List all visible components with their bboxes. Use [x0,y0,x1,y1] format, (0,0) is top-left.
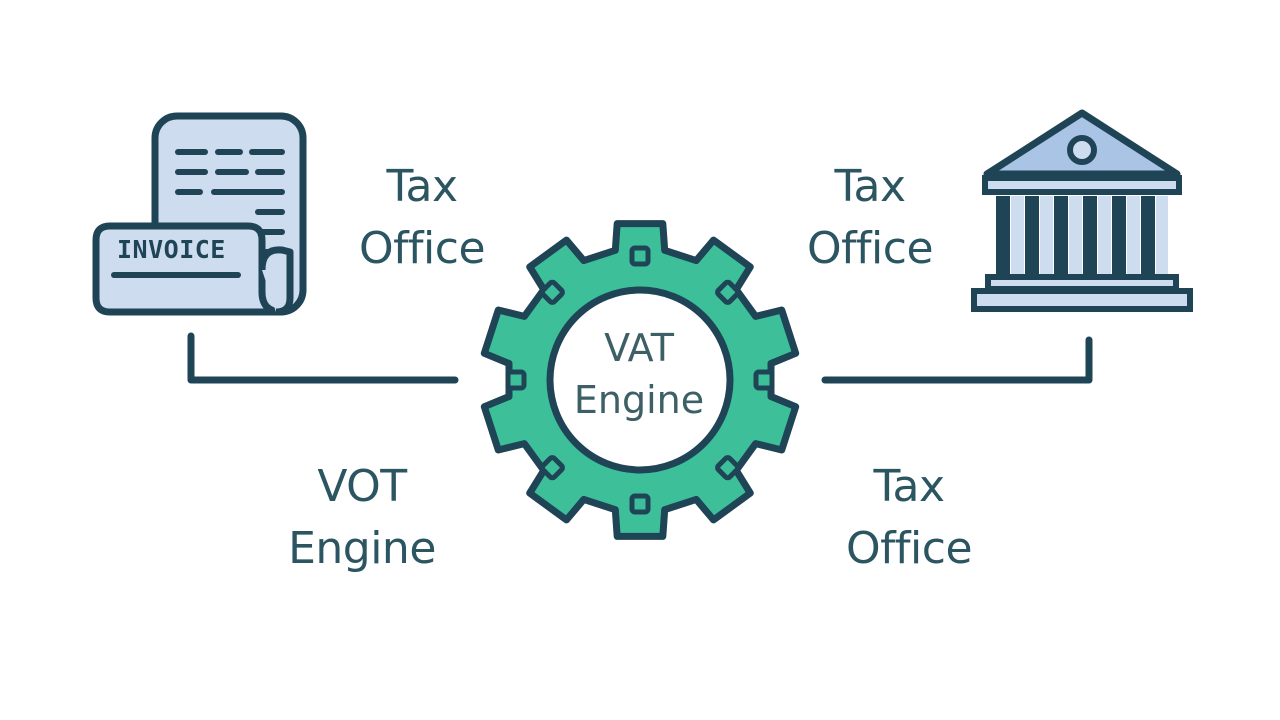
gear-bolt [539,455,565,481]
invoice-document-icon: INVOICE [92,112,307,316]
label-bottom-left-line2: Engine [288,523,436,574]
gear-center-label: VAT Engine [539,322,739,426]
invoice-stamp-text: INVOICE [117,235,226,264]
label-top-right-line2: Office [806,223,934,274]
gear-bolt [629,245,651,267]
label-bottom-right-line2: Office [845,523,973,574]
gear-bolt [505,369,527,391]
gear-bolt [539,279,565,305]
label-top-left-line1: Tax [386,161,458,212]
gear-bolt [629,493,651,515]
bank-building-icon [971,109,1193,312]
label-bottom-left: VOT Engine [252,456,472,580]
label-bottom-right-line1: Tax [873,461,945,512]
connector-right [821,336,1093,384]
gear-bolt [715,455,741,481]
connector-left [187,332,459,384]
gear-bolt [715,279,741,305]
label-top-right-line1: Tax [834,161,906,212]
gear-center-label-line2: Engine [573,378,705,422]
gear-icon [480,220,800,540]
label-bottom-right: Tax Office [799,456,1019,580]
label-top-left-line2: Office [358,223,486,274]
label-top-right: Tax Office [760,156,980,280]
gear-hub [546,286,734,474]
label-top-left: Tax Office [312,156,532,280]
gear-center-label-line1: VAT [604,326,674,370]
label-bottom-left-line1: VOT [317,461,407,512]
gear-bolt [753,369,775,391]
